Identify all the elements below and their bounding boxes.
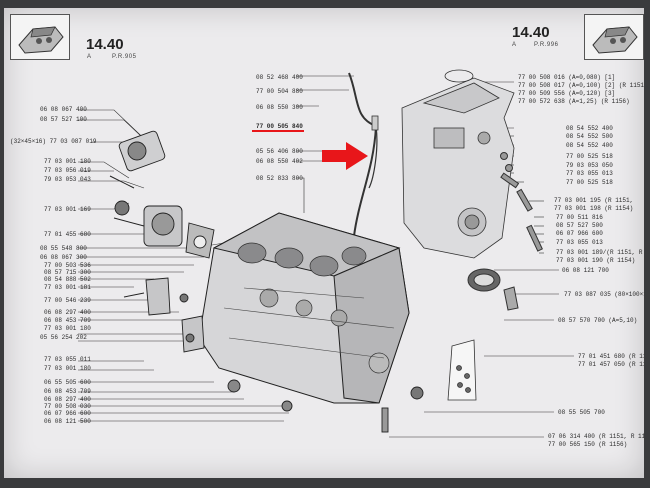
left-part-label: 08 55 548 800 (40, 245, 87, 252)
left-part-label: 77 03 001 181 (44, 284, 91, 291)
left-part-label: 06 08 067 400 (40, 106, 87, 113)
right-part-label: 77 00 511 816 (556, 214, 603, 221)
left-part-label: 77 01 455 680 (44, 231, 91, 238)
right-part-label: 77 00 509 556 (A=0,120) [3] (518, 90, 616, 97)
right-part-label: 77 03 055 013 (556, 239, 603, 246)
right-part-label: 77 00 565 150 (R 1156) (548, 441, 628, 448)
left-part-label: 06 08 453 709 (44, 317, 91, 324)
left-part-label: 77 00 503 536 (44, 262, 91, 269)
left-part-label: 77 03 001 180 (44, 365, 91, 372)
left-page-sub-a: A (87, 54, 92, 60)
left-part-label: 06 08 453 709 (44, 388, 91, 395)
top-part-label: 08 52 833 800 (256, 175, 303, 182)
left-part-label: 06 08 297 400 (44, 309, 91, 316)
right-part-label: 08 55 505 700 (558, 409, 605, 416)
top-part-label: 06 08 550 402 (256, 158, 303, 165)
engine-block-thumb-icon (18, 26, 64, 54)
left-part-label: 77 00 508 030 (44, 403, 91, 410)
right-page-sub-a: A (512, 42, 517, 48)
right-part-label: 77 03 001 190 (R 1154) (556, 257, 636, 264)
left-reference-thumbnail (10, 14, 70, 60)
left-part-label: 77 03 001 180 (44, 325, 91, 332)
left-part-label: 79 03 053 043 (44, 176, 91, 183)
right-part-label: 77 01 457 050 (R 1156) (578, 361, 644, 368)
right-part-label: 77 03 087 035 (80×100×13) (564, 291, 644, 298)
top-part-label: 08 52 468 400 (256, 74, 303, 81)
right-part-label: 07 06 314 400 (R 1151, R 115 (548, 433, 644, 440)
right-page-number: 14.40 (512, 24, 550, 41)
top-part-label: 06 08 550 300 (256, 104, 303, 111)
right-part-label: 77 03 001 195 (R 1151, (554, 197, 634, 204)
right-part-label: 77 03 001 198 (R 1154) (554, 205, 634, 212)
right-part-label: 77 01 451 680 (R 1151, R 115 (578, 353, 644, 360)
left-part-label: 08 57 527 100 (40, 116, 87, 123)
right-part-label: 08 57 527 500 (556, 222, 603, 229)
left-part-label: 77 03 001 180 (44, 158, 91, 165)
left-part-label: (32×45×16) 77 03 087 019 (10, 138, 97, 145)
top-part-label: 05 56 406 800 (256, 148, 303, 155)
right-part-label: 08 54 552 400 (566, 125, 613, 132)
left-part-label: 08 57 715 300 (44, 269, 91, 276)
right-part-label: 79 03 053 050 (566, 162, 613, 169)
right-part-label: 77 03 055 013 (566, 170, 613, 177)
left-part-label: 06 08 121 500 (44, 418, 91, 425)
left-part-label: 77 03 001 169 (44, 206, 91, 213)
left-part-label: 06 08 067 300 (40, 254, 87, 261)
right-part-label: 77 03 001 189/(R 1151, R 1 (556, 249, 644, 256)
right-page-ref: P.R.996 (534, 42, 559, 48)
top-part-label: 77 00 505 840 (256, 123, 303, 130)
right-part-label: 08 57 570 700 (A=5,10) (558, 317, 638, 324)
exploded-parts-drawing (78, 69, 574, 438)
red-arrow-icon (322, 142, 368, 170)
right-part-label: 06 07 966 600 (556, 230, 603, 237)
left-part-label: 77 03 056 019 (44, 167, 91, 174)
left-part-label: 06 55 505 600 (44, 379, 91, 386)
right-part-label: 77 00 508 016 (A=0,080) [1] (518, 74, 616, 81)
left-part-label: 77 03 055 011 (44, 356, 91, 363)
right-part-label: 77 00 525 518 (566, 179, 613, 186)
highlight-overlay (252, 130, 368, 170)
top-part-label: 77 00 504 880 (256, 88, 303, 95)
right-part-label: 08 54 552 500 (566, 133, 613, 140)
right-part-label: 08 54 552 400 (566, 142, 613, 149)
right-part-label: 77 00 572 638 (A=1,25) (R 1156) (518, 98, 630, 105)
right-part-label: 77 00 525 518 (566, 153, 613, 160)
right-part-label: 06 08 121 700 (562, 267, 609, 274)
left-part-label: 08 54 888 502 (44, 276, 91, 283)
right-part-label: 77 00 508 017 (A=0,100) [2] (R 1151, (518, 82, 644, 89)
left-part-label: 77 00 546 239 (44, 297, 91, 304)
left-page-ref: P.R.905 (112, 54, 137, 60)
engine-block-thumb-icon (592, 26, 638, 54)
catalog-page: 14.40 A P.R.905 14.40 A P.R.996 (4, 8, 644, 478)
right-reference-thumbnail (584, 14, 644, 60)
left-part-label: 06 07 966 600 (44, 410, 91, 417)
left-page-number: 14.40 (86, 36, 124, 53)
left-part-label: 06 08 297 400 (44, 396, 91, 403)
left-part-label: 05 56 254 202 (40, 334, 87, 341)
